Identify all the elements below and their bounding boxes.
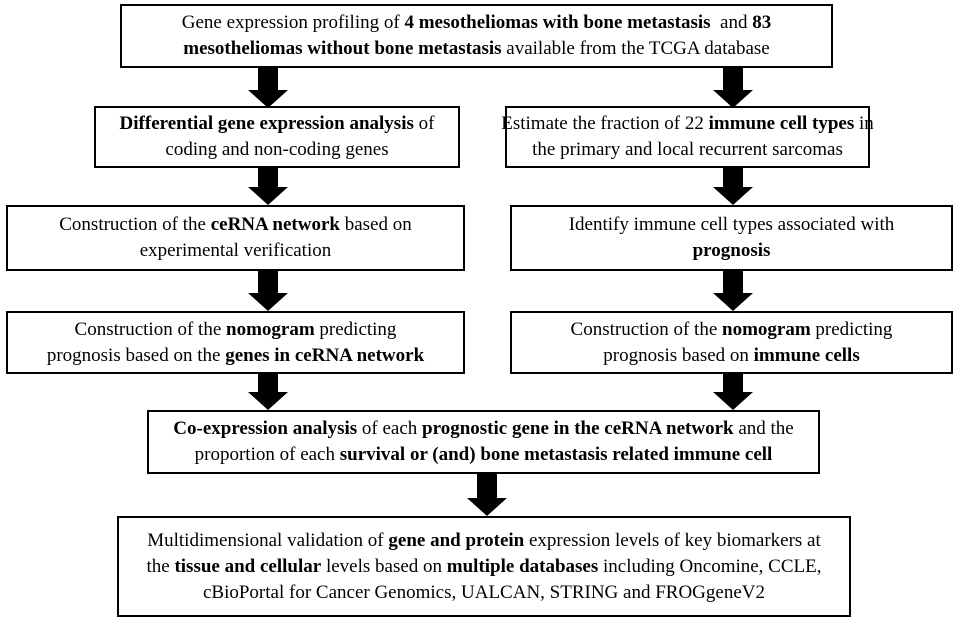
bold-text: tissue and cellular [174,555,322,577]
bold-text: 4 mesotheliomas with bone metastasis [404,12,711,33]
text-line: Differential gene expression analysis of [120,111,435,137]
text: including Oncomine, CCLE, [598,555,822,577]
text-line: Co-expression analysis of each prognosti… [173,416,793,442]
bold-text: nomogram [226,318,315,340]
bold-text: prognosis [692,240,771,261]
text: Construction of the [74,318,226,340]
arrow-down-icon [713,168,753,208]
text: expression levels of key biomarkers at [524,529,821,551]
arrow-down-icon [713,68,753,108]
arrow-down-icon [467,474,507,516]
text: predicting [314,318,397,340]
text-line: mesotheliomas without bone metastasis av… [182,36,771,62]
box-text: Co-expression analysis of each prognosti… [173,416,793,468]
text: prognosis based on [603,344,754,366]
text-line: prognosis [569,238,895,264]
text: Estimate the fraction of 22 [501,113,709,134]
text: Identify immune cell types associated wi… [568,214,895,235]
text-line: Estimate the fraction of 22 immune cell … [501,111,874,137]
text: predicting [810,318,893,340]
text: the primary and local recurrent sarcomas [532,139,843,160]
text-line: prognosis based on the genes in ceRNA ne… [47,343,424,369]
bold-text: multiple databases [446,555,599,577]
arrow-down-icon [248,68,288,108]
text: and [710,12,753,33]
text: coding and non-coding genes [165,139,389,160]
bold-text: mesotheliomas without bone metastasis [183,38,502,59]
text: of each [357,418,423,439]
text: Construction of the [59,214,211,235]
text-line: Identify immune cell types associated wi… [569,212,895,238]
bold-text: genes in ceRNA network [225,344,425,366]
arrow-down-icon [248,271,288,311]
box-immune-cell-fraction: Estimate the fraction of 22 immune cell … [501,106,874,168]
text: the [146,555,175,577]
text-line: cBioPortal for Cancer Genomics, UALCAN, … [146,580,821,606]
text-line: prognosis based on immune cells [571,343,893,369]
arrow-down-icon [248,168,288,208]
text: levels based on [321,555,447,577]
text: based on [339,214,412,235]
arrow-down-icon [713,374,753,414]
text-line: experimental verification [59,238,412,264]
bold-text: nomogram [722,318,811,340]
box-multidimensional-validation: Multidimensional validation of gene and … [117,516,851,617]
box-differential-expression: Differential gene expression analysis of… [94,106,460,168]
bold-text: immune cells [753,344,860,366]
bold-text: immune cell types [708,113,855,134]
text: Multidimensional validation of [147,529,389,551]
text: prognosis based on the [46,344,226,366]
text: of [413,113,435,134]
bold-text: prognostic gene in the ceRNA network [422,418,734,439]
bold-text: 83 [752,12,772,33]
bold-text: survival or (and) bone metastasis relate… [339,444,773,465]
box-gene-expression-profiling: Gene expression profiling of 4 mesotheli… [120,4,833,68]
box-text: Gene expression profiling of 4 mesotheli… [182,10,771,62]
text-line: Multidimensional validation of gene and … [146,528,821,554]
text-line: Gene expression profiling of 4 mesotheli… [182,10,771,36]
text-line: coding and non-coding genes [120,137,435,163]
text: available from the TCGA database [501,38,770,59]
text-line: Construction of the nomogram predicting [47,317,424,343]
text: in [854,113,874,134]
bold-text: ceRNA network [210,214,340,235]
bold-text: Co-expression analysis [173,418,358,439]
arrow-down-icon [248,374,288,414]
box-coexpression-analysis: Co-expression analysis of each prognosti… [147,410,820,474]
box-text: Estimate the fraction of 22 immune cell … [501,111,874,163]
box-cerna-network: Construction of the ceRNA network based … [6,205,465,271]
text: and the [733,418,794,439]
text-line: the primary and local recurrent sarcomas [501,137,874,163]
box-text: Differential gene expression analysis of… [120,111,435,163]
text: cBioPortal for Cancer Genomics, UALCAN, … [202,581,765,603]
text-line: the tissue and cellular levels based on … [146,554,821,580]
text: proportion of each [194,444,340,465]
text-line: Construction of the ceRNA network based … [59,212,412,238]
bold-text: gene and protein [388,529,525,551]
text-line: proportion of each survival or (and) bon… [173,442,793,468]
box-text: Construction of the ceRNA network based … [59,212,412,264]
text: Gene expression profiling of [181,12,405,33]
text: experimental verification [139,240,332,261]
bold-text: Differential gene expression analysis [119,113,414,134]
text-line: Construction of the nomogram predicting [571,317,893,343]
text: Construction of the [570,318,722,340]
arrow-down-icon [713,271,753,311]
box-identify-immune-cells: Identify immune cell types associated wi… [510,205,953,271]
box-text: Multidimensional validation of gene and … [146,528,821,606]
box-text: Identify immune cell types associated wi… [569,212,895,264]
